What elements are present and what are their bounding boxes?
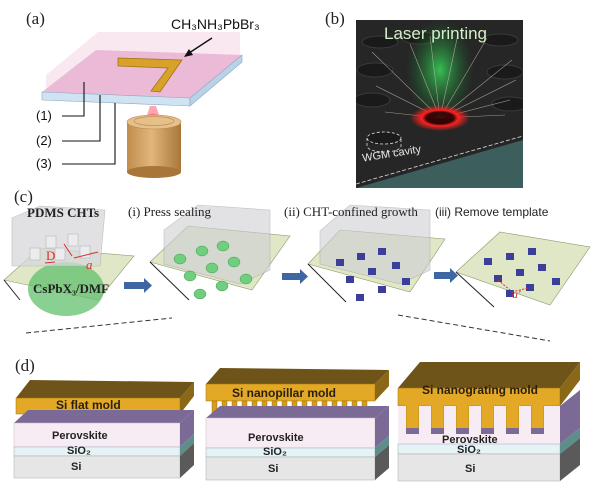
step-2-label: (ii) CHT-confined growth (284, 204, 418, 219)
pitch-marker (497, 279, 511, 291)
crystal-array (484, 248, 560, 297)
zoom-line-left (25, 317, 173, 334)
stack-nanograting-mold (397, 362, 580, 482)
dimension-markers (44, 243, 99, 264)
leader-line-3 (62, 103, 116, 165)
panel-d-label: (d) (15, 356, 35, 375)
dimension-d-label: D (46, 248, 56, 263)
layer-label-2: (2) (36, 133, 52, 148)
si-label-1: Si (71, 461, 82, 473)
objective-lens-body (127, 122, 181, 172)
perovskite-label-1: Perovskite (52, 430, 108, 442)
dimension-a-label: a (86, 257, 93, 272)
pdms-template-label: PDMS CHTs (27, 205, 100, 220)
pdms-holes (29, 233, 91, 261)
arrow-1 (124, 282, 144, 289)
dimension-a-prime-label: a' (512, 287, 521, 301)
stack-flat-mold (13, 380, 194, 479)
step-3-label: (iii) Remove template (435, 205, 549, 219)
arrow-3 (434, 272, 450, 279)
solution-pillars (173, 240, 253, 300)
mold-label-3: Si nanograting mold (422, 383, 538, 397)
glass-slide-side (189, 54, 243, 107)
process-arrows (124, 268, 458, 293)
si-label-2: Si (268, 463, 279, 475)
zoom-line-right (397, 314, 551, 342)
substrate-3 (455, 231, 591, 306)
groove-bottoms (406, 428, 544, 434)
objective-lens-inner (133, 116, 175, 126)
green-emission-glow (406, 20, 474, 122)
panel-a-illustration (41, 32, 243, 178)
perovskite-label-2: Perovskite (248, 432, 304, 444)
sio2-label-1: SiO₂ (67, 445, 91, 457)
objective-lens-top (126, 114, 182, 130)
perovskite-solution-droplet (28, 262, 104, 316)
leader-line-1 (62, 82, 85, 117)
objective-lens-bottom (127, 166, 181, 178)
mold-label-1: Si flat mold (56, 398, 121, 412)
layer-label-1: (1) (36, 108, 52, 123)
perovskite-solution-label: CsPbX₃/DMF (33, 281, 110, 296)
laser-printing-title: Laser printing (384, 24, 488, 43)
sio2-label-3: SiO₂ (457, 444, 481, 456)
si-label-3: Si (465, 463, 476, 475)
material-label: CH₃NH₃PbBr₃ (171, 16, 260, 32)
panel-c-illustration (3, 204, 591, 342)
mold-label-2: Si nanopillar mold (232, 386, 337, 400)
arrow-head (184, 49, 193, 57)
red-laser-ring (410, 105, 470, 131)
panel-c-label: (c) (14, 187, 33, 206)
step-1-label: (i) Press sealing (128, 204, 212, 219)
substrate-ledge (356, 140, 523, 188)
glass-slide-top (42, 50, 242, 98)
arrow-2 (282, 273, 300, 280)
panel-a-label: (a) (26, 9, 45, 28)
perovskite-label-3: Perovskite (442, 434, 498, 446)
leader-line-2 (62, 95, 101, 142)
panel-b-render (356, 20, 523, 188)
stack-nanopillar-mold (205, 368, 389, 481)
panel-b-label: (b) (325, 9, 345, 28)
sio2-label-2: SiO₂ (263, 446, 287, 458)
pdms-box-2 (319, 204, 431, 285)
grown-crystals-2 (336, 248, 410, 301)
layer-label-3: (3) (36, 156, 52, 171)
perovskite-seven-shape (117, 57, 183, 93)
